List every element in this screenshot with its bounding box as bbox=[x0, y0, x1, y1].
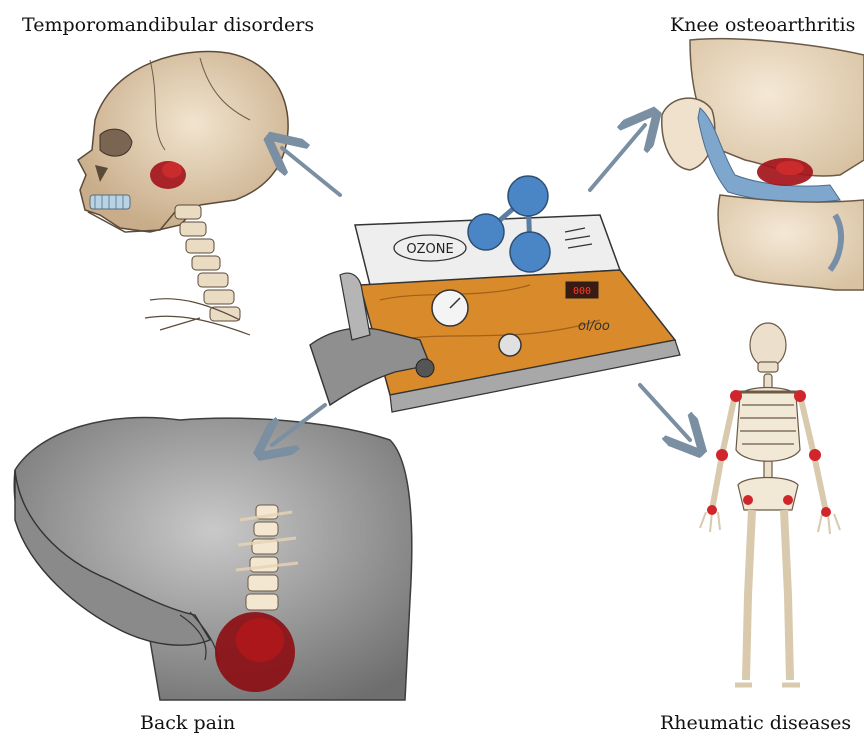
device-ozone-label: OZONE bbox=[406, 242, 453, 257]
back-torso-drawing bbox=[14, 417, 412, 700]
full-skeleton-drawing bbox=[700, 323, 840, 685]
knee-joint-drawing bbox=[662, 39, 864, 290]
device-panel-scribble: ol/oo bbox=[578, 319, 610, 334]
device-display-readout: 000 bbox=[573, 286, 591, 297]
arrow-to-knee bbox=[590, 125, 645, 190]
arrow-to-tmd bbox=[282, 148, 340, 195]
skull-neck-drawing bbox=[78, 52, 288, 335]
arrow-to-rheumatic bbox=[640, 385, 690, 440]
